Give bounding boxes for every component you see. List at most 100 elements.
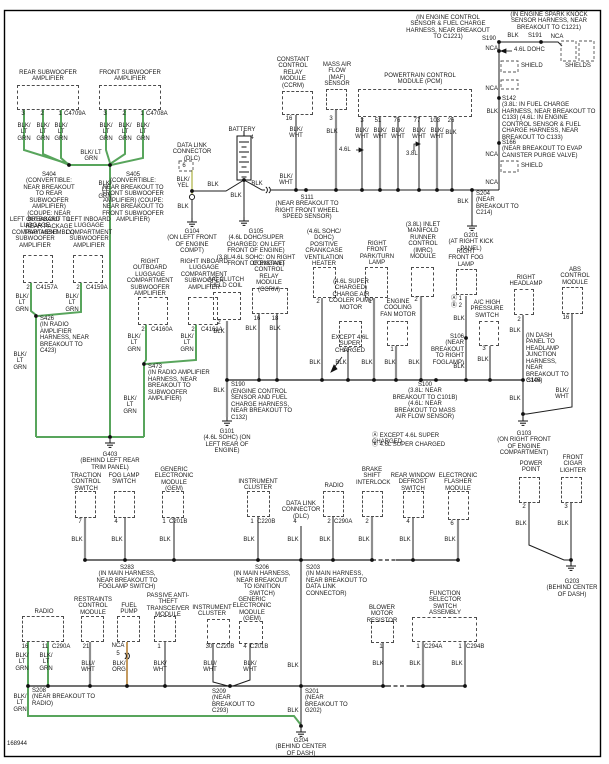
wire-color-label: BLK [251, 181, 263, 187]
component-label: GENERIC ELECTRONIC MODULE (GEM) [232, 597, 272, 623]
component-label: (3.8L) INLET MANIFOLD RUNNER CONTROL (IM… [405, 222, 441, 261]
pin-number: 4 [406, 519, 410, 525]
pin-number: 3 [564, 504, 568, 510]
inline-connector-symbols [124, 186, 271, 660]
cooling-fan-motor-box [387, 321, 408, 346]
pin-number: 1 [162, 519, 166, 525]
wire-color-label: BLK [243, 537, 255, 543]
engine-note: 3.8L [406, 151, 418, 157]
component-label: FUEL PUMP [120, 603, 138, 616]
wire-color-label: BLK [453, 364, 465, 370]
wire-color-label: BLK [335, 360, 347, 366]
pin-number: 4 [243, 644, 247, 650]
pin-number: 30 [205, 644, 213, 650]
pin-number: 2 [365, 519, 369, 525]
annotation-arrows [330, 48, 512, 373]
component-label: (4.6L SUPER CHARGED) CHARGE AIR COOLER P… [328, 279, 374, 311]
splice-s111: S111(NEAR BREAKOUT TO RIGHT FRONT WHEEL … [275, 195, 339, 221]
connector-label: C4160A [151, 327, 173, 333]
pin-number: 76 [393, 118, 401, 124]
pin-number: 2 [414, 297, 418, 303]
pin-number: 2 [517, 317, 521, 323]
traction-switch-box [75, 491, 96, 518]
component-label: RADIO [324, 483, 344, 489]
function-selector-box [412, 617, 477, 642]
component-label: (4.6L SOHC/ DOHC) POSITIVE CRANKCASE VEN… [304, 229, 344, 268]
pin-number: 7 [78, 519, 82, 525]
wire-color-label: BLK/ LT GRN [136, 123, 150, 142]
wire-color-label: BLK/ YEL [176, 177, 190, 190]
wire-color-label: BLK [477, 357, 489, 363]
legend-b: Ⓑ 4.6L SUPER CHARGED [372, 442, 446, 448]
page-border [3, 9, 602, 758]
ground-g101: G101(4.6L SOHC) (ON LEFT REAR OF ENGINE) [203, 429, 251, 455]
wire-color-label: BLU/ WHT [81, 661, 95, 674]
pin-number: 6 [182, 163, 186, 169]
wire-color-label: BLK/ LT GRN [80, 150, 102, 163]
wire-color-label: BLK/ LT GRN [123, 396, 137, 415]
wires-black [28, 41, 573, 727]
component-label: A/C HIGH PRESSURE SWITCH [470, 300, 504, 319]
splice-dots [26, 40, 573, 728]
rear-defrost-switch-box [403, 491, 424, 518]
wire-color-label: BLK/ LT GRN [65, 294, 79, 313]
splice-s106: S106(NEAR BREAKOUT TO RIGHT FOGLAMP) [430, 334, 464, 366]
pin-number: 16 [285, 116, 293, 122]
connector-label: C294A [424, 644, 443, 650]
dlc-inline-connector-icon [188, 193, 196, 201]
legend-a: Ⓐ EXCEPT 4.6L SUPER CHARGED [372, 433, 440, 446]
wire-color-label: BLK/ LT GRN [13, 352, 27, 371]
component-label: DATA LINK CONNECTOR (DLC) [281, 501, 321, 520]
shield-symbols [178, 40, 595, 173]
pin-number: Ⓐ 1 [451, 296, 463, 302]
pin-number: 3 [329, 116, 333, 122]
wire-color-label: BLK [326, 129, 338, 135]
wire-color-label: BLK/ WHT [243, 661, 257, 674]
component-label: INSTRUMENT CLUSTER [238, 479, 278, 492]
component-label: RIGHT FRONT PARK/TURN LAMP [359, 241, 395, 267]
left-outboard-amplifier-box [23, 255, 53, 283]
wire-color-label: BLK [509, 396, 521, 402]
gem1-box [162, 491, 184, 518]
pin-number: 1 [58, 111, 62, 117]
wire-color-label: NCA [550, 34, 564, 40]
wire-color-label: BLK/ WHT [373, 128, 387, 141]
connector-label: C4159A [86, 285, 108, 291]
component-label: REAR WINDOW DEFROST SWITCH [390, 473, 436, 492]
abs-module-box [562, 287, 583, 314]
pin-number: 1 [368, 299, 372, 305]
instrument-cluster2-box [207, 619, 230, 644]
component-label: ABS CONTROL MODULE [560, 267, 590, 286]
wire-color-label: BLK/ LT GRN [180, 334, 194, 353]
wire-color-label: BLK [207, 182, 219, 188]
front-subwoofer-amplifier-box [99, 85, 161, 110]
component-label: FRONT CIGAR LIGHTER [559, 455, 586, 474]
wire-color-label: NCA [485, 152, 498, 158]
connector-label: C4157A [36, 285, 58, 291]
component-label: RIGHT HEADLAMP [509, 275, 543, 288]
wire-color-label: BLK/ WHT [355, 128, 369, 141]
shields-label: SHIELDS [565, 63, 591, 69]
pin-number: 1 [416, 644, 420, 650]
wire-color-label: BLK/ LT GRN [99, 123, 113, 142]
wire-color-label: BLK [451, 661, 463, 667]
wire-color-label: BLK [269, 326, 281, 332]
pin-number: 3 [21, 111, 25, 117]
splice-id: S104 [527, 378, 542, 384]
wire-color-label: BLU/ WHT [203, 661, 217, 674]
instrument-cluster1-box [247, 491, 270, 517]
ground-g201: G201(AT RIGHT KICK PANEL) [448, 233, 494, 252]
wire-color-label: BLK/ WHT [430, 128, 444, 141]
wire-color-label: BLK [515, 521, 527, 527]
pin-number: 5 [116, 651, 120, 657]
wire-color-label: BLK [361, 360, 373, 366]
pin-number: 3 [482, 346, 486, 352]
right-inboard-amplifier-box [188, 297, 218, 325]
pin-number: 2 [76, 285, 80, 291]
wire-color-label: BLK/ LT GRN [54, 123, 68, 142]
pin-number: 2 [316, 299, 320, 305]
engine-note: 4.6L [339, 147, 351, 153]
pin-number: 1 [157, 644, 161, 650]
wire-color-label: BLK [111, 537, 123, 543]
